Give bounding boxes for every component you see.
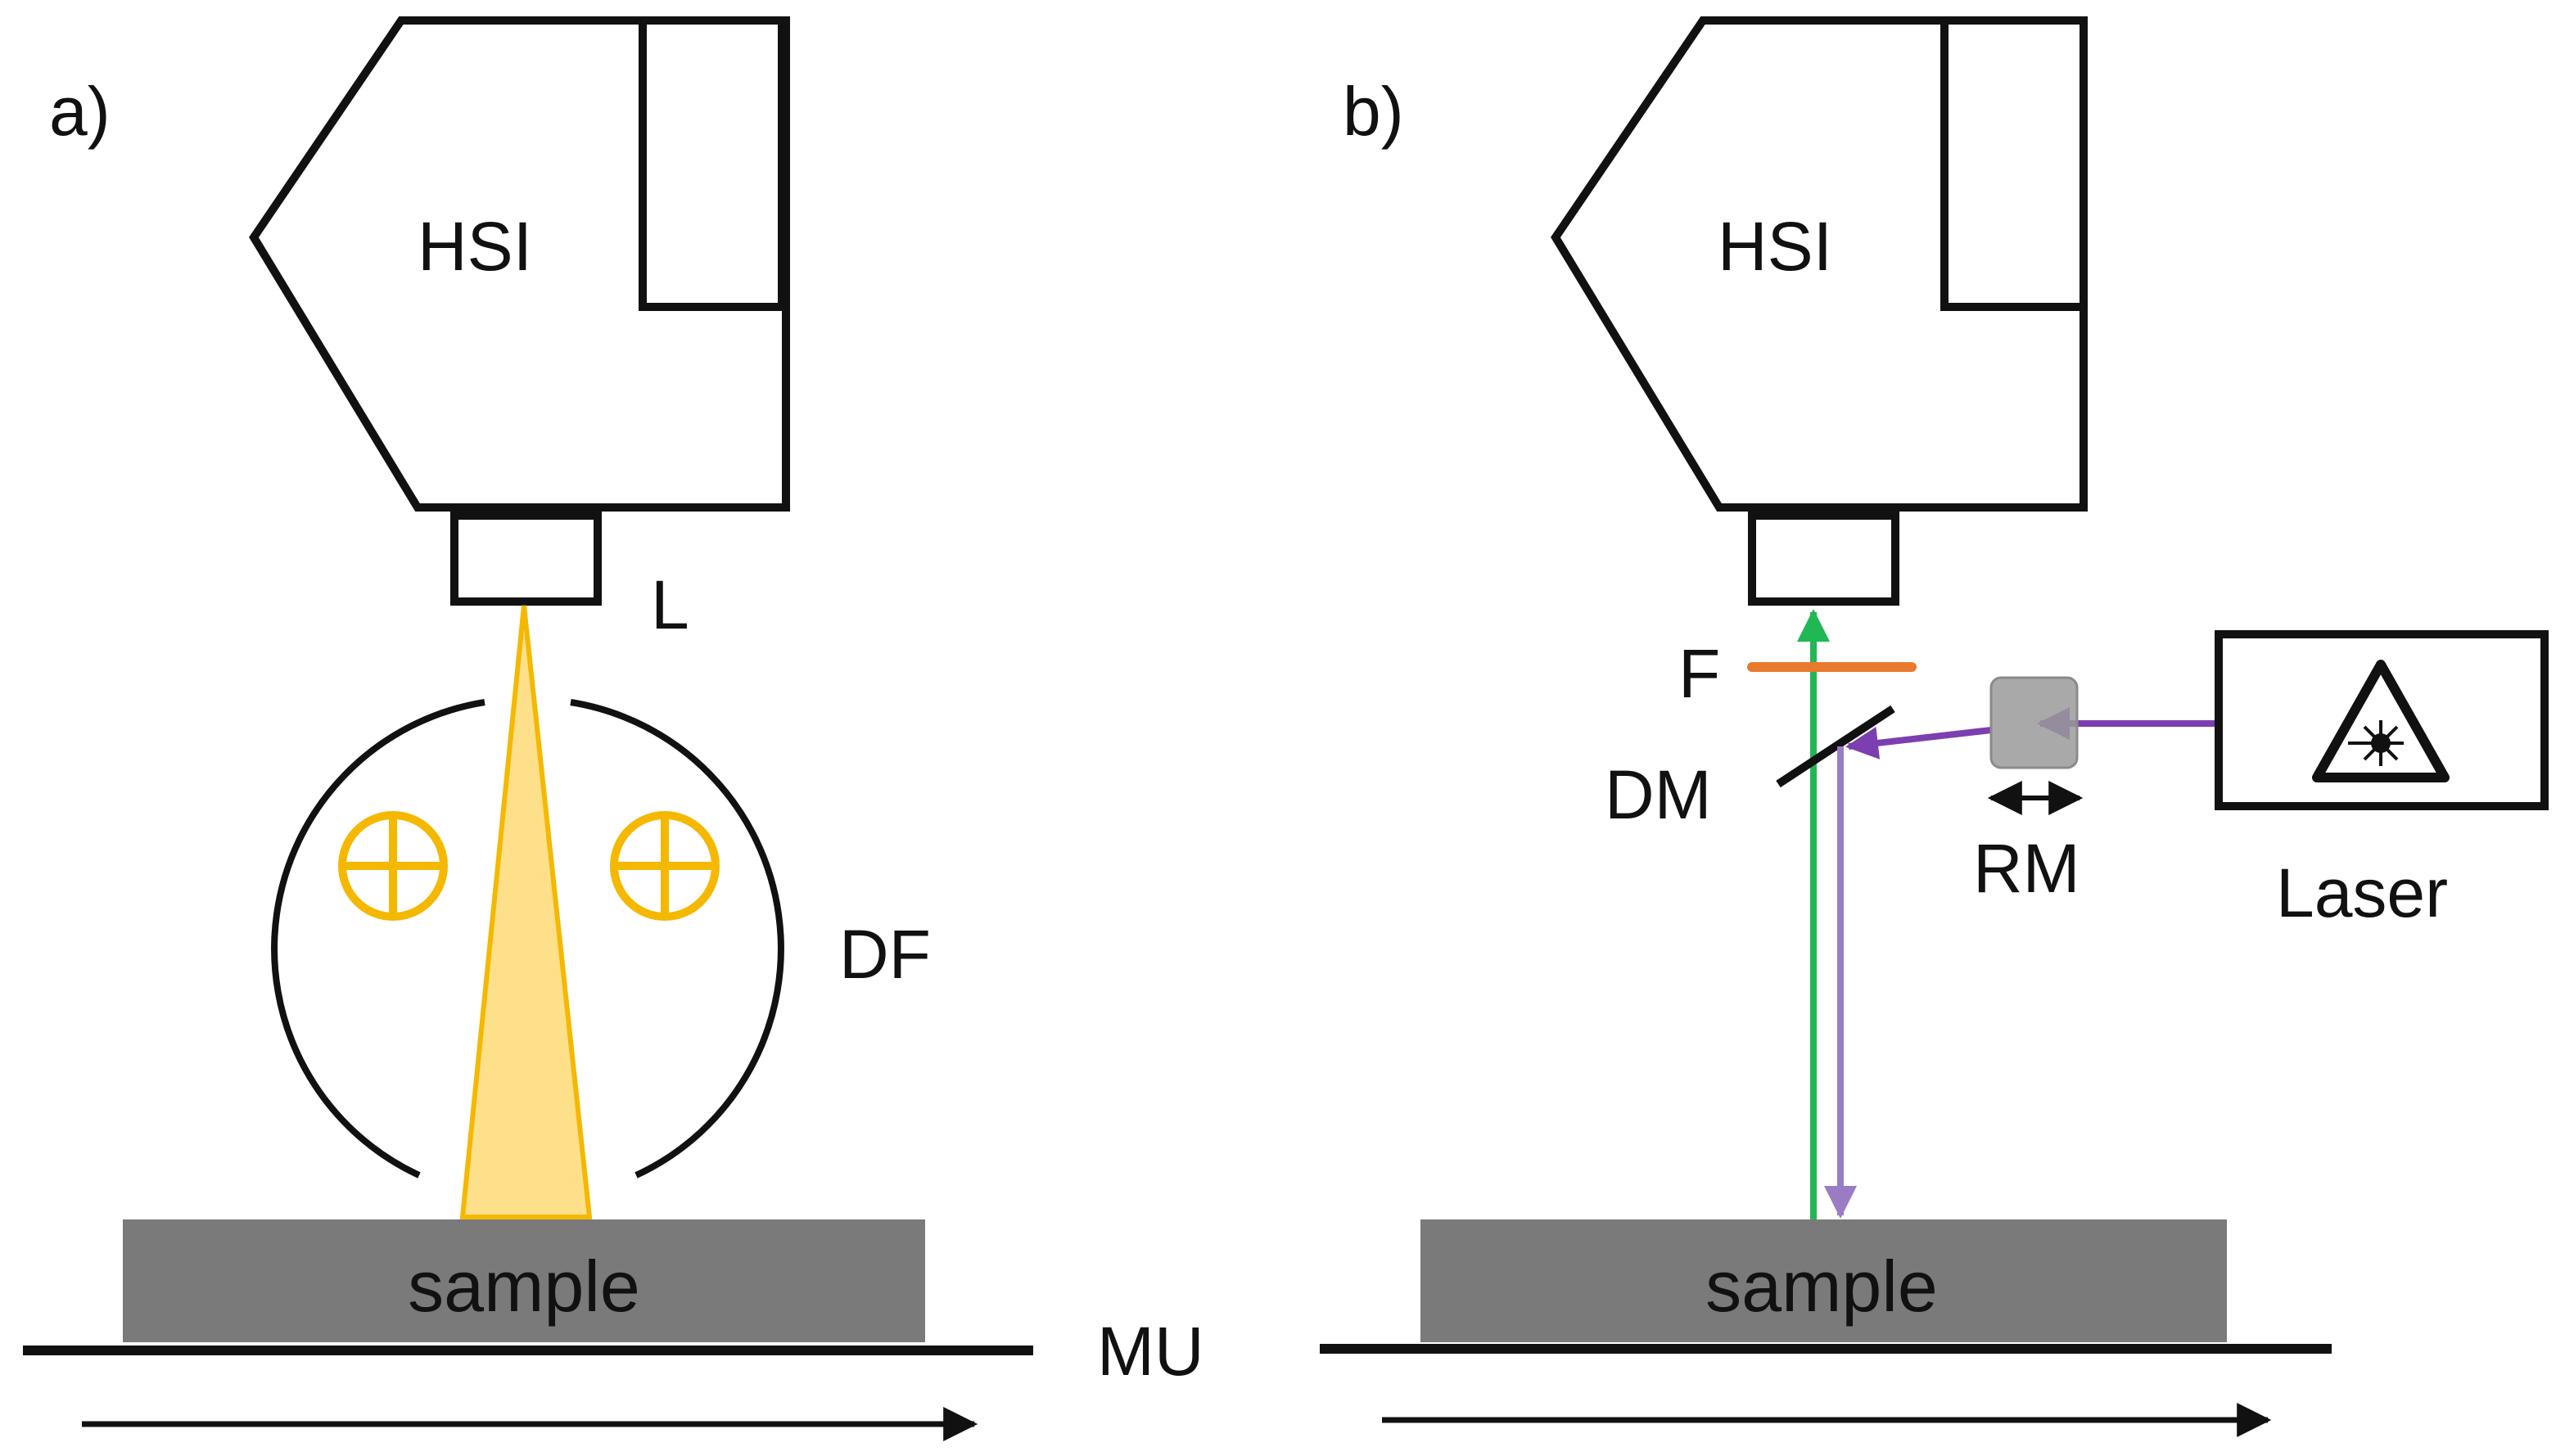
modulator (1989, 676, 2079, 769)
lamp-crosshair-icon (338, 811, 448, 921)
panel-a: a) HSI L DF sample M (23, 16, 1204, 1441)
dome-label: DF (839, 916, 931, 993)
lens-a (450, 512, 602, 606)
panel-b-label: b) (1343, 73, 1404, 150)
dome-right-arc (570, 699, 784, 1179)
stage-label: MU (1097, 1313, 1204, 1390)
laser-label: Laser (2276, 854, 2448, 931)
lens-b (1748, 512, 1899, 606)
modulator-label: RM (1973, 830, 2080, 907)
sample-label-b: sample (1705, 1246, 1938, 1327)
mirror-label: DM (1605, 756, 1712, 833)
panel-b: b) HSI F DM RM (1320, 16, 2549, 1437)
laser-beam-to-mirror (1845, 727, 1992, 760)
hsi-camera-b: HSI (1551, 16, 2088, 512)
sample-label-a: sample (408, 1246, 640, 1327)
filter-label: F (1678, 635, 1720, 712)
panel-a-label: a) (49, 73, 111, 150)
illumination-cone (459, 605, 593, 1219)
sample-block-a (123, 1219, 925, 1342)
dichroic-mirror (1776, 705, 1895, 788)
sample-block-b (1420, 1219, 2227, 1342)
lens-label: L (651, 566, 689, 643)
camera-label-a: HSI (418, 208, 532, 285)
lamp-crosshair-icon (610, 811, 720, 921)
camera-label-b: HSI (1718, 208, 1832, 285)
dome-left-arc (271, 699, 485, 1179)
laser-warning-icon (2312, 660, 2450, 782)
hsi-camera-a: HSI (249, 16, 790, 512)
